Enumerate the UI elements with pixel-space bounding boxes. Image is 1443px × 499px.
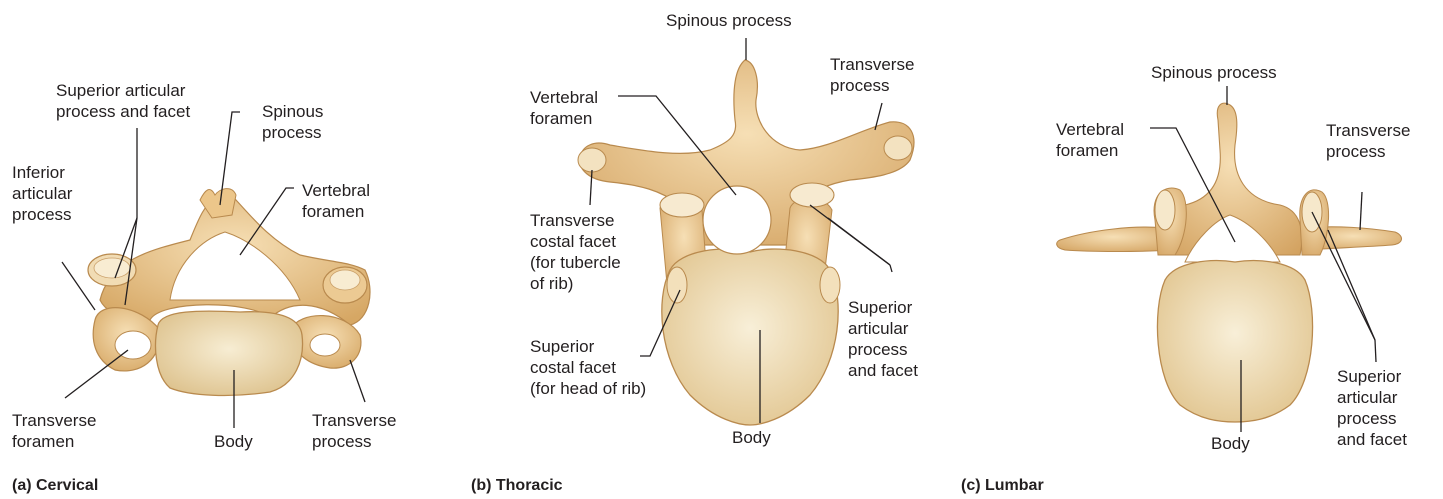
caption-thoracic: (b) Thoracic <box>471 476 563 496</box>
label-spinous-process: Spinous process <box>262 101 323 143</box>
thoracic-foramen <box>703 186 771 254</box>
panel-thoracic: Spinous process Vertebral foramen Transv… <box>470 0 960 499</box>
cervical-body <box>156 311 303 395</box>
caption-lumbar: (c) Lumbar <box>961 476 1044 496</box>
label-transverse-process: Transverse process <box>830 54 914 96</box>
panel-lumbar: Spinous process Vertebral foramen Transv… <box>960 0 1443 499</box>
caption-cervical: (a) Cervical <box>12 476 98 496</box>
label-superior-articular-process-and-facet: Superior articular process and facet <box>56 80 190 122</box>
label-inferior-articular-process: Inferior articular process <box>12 162 72 225</box>
label-superior-articular-process-and-facet: Superior articular process and facet <box>848 297 918 381</box>
label-vertebral-foramen: Vertebral foramen <box>530 87 598 129</box>
label-transverse-process: Transverse process <box>1326 120 1410 162</box>
label-transverse-foramen: Transverse foramen <box>12 410 96 452</box>
thoracic-body <box>662 249 838 425</box>
label-superior-articular-process-and-facet: Superior articular process and facet <box>1337 366 1407 450</box>
panel-cervical: Superior articular process and facet Spi… <box>0 0 470 499</box>
label-body: Body <box>214 431 253 452</box>
label-vertebral-foramen: Vertebral foramen <box>302 180 370 222</box>
label-body: Body <box>732 427 771 448</box>
label-body: Body <box>1211 433 1250 454</box>
label-superior-costal-facet: Superior costal facet (for head of rib) <box>530 336 646 399</box>
lumbar-body <box>1157 261 1312 422</box>
label-transverse-costal-facet: Transverse costal facet (for tubercle of… <box>530 210 621 294</box>
label-vertebral-foramen: Vertebral foramen <box>1056 119 1124 161</box>
label-spinous-process: Spinous process <box>1151 62 1277 83</box>
label-transverse-process: Transverse process <box>312 410 396 452</box>
label-spinous-process: Spinous process <box>666 10 792 31</box>
cervical-transverse-foramen <box>115 331 151 359</box>
